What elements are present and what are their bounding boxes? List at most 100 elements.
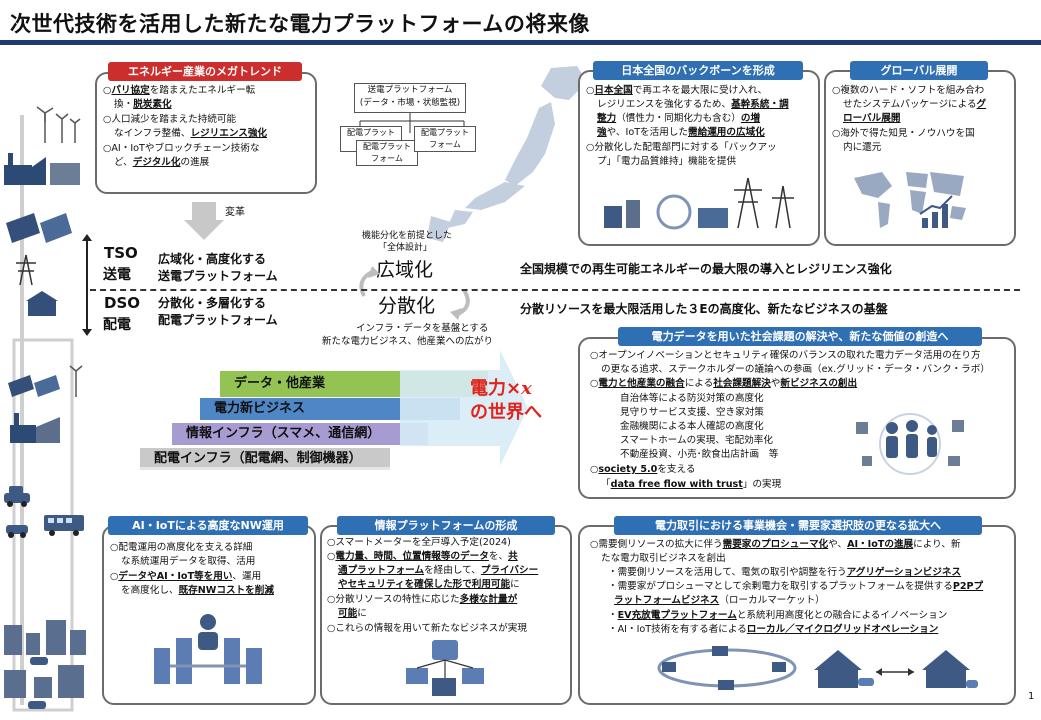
microgrid-icon xyxy=(657,646,797,690)
trade-text: により、新 xyxy=(913,539,961,550)
info-strong: 共 xyxy=(508,551,518,562)
megatrend-header: エネルギー産業のメガトレンド xyxy=(108,62,302,81)
design-note-1: 機能分化を前提とした xyxy=(362,231,453,241)
trade-text: ・AI・IoT技術を有する者による xyxy=(608,624,747,635)
megatrend-text: を踏まえたエネルギー転 xyxy=(149,85,256,96)
info-line-7: ○これらの情報を用いて新たなビジネスが実現 xyxy=(327,623,527,634)
backbone-line-2: レジリエンスを強化するため、基幹系統・調 xyxy=(597,98,789,112)
left-infrastructure-column xyxy=(0,105,95,715)
social-strong: 新ビジネスの創出 xyxy=(780,378,858,389)
global-line-1: ○複数のハード・ソフトを組み合わ xyxy=(832,85,985,96)
info-strong: プライバシー xyxy=(480,565,539,576)
nw-line-4: を高度化し、既存NWコストを削減 xyxy=(121,584,274,598)
bullet: ○ xyxy=(103,85,112,96)
pylon-icon xyxy=(16,254,36,286)
backbone-header: 日本全国のバックボーンを形成 xyxy=(593,61,803,80)
info-line-5: ○分散リソースの特性に応じた多様な計量が xyxy=(327,593,517,607)
trade-line-5: ラットフォームビジネス（ローカルマーケット） xyxy=(614,594,825,608)
backbone-line-1: ○日本全国で再エネを最大限に受け入れ、 xyxy=(586,84,767,98)
global-line-3: ローバル展開 xyxy=(843,112,900,126)
social-line-9: ○society 5.0を支える xyxy=(590,463,695,477)
tree-node-b-label2: フォーム xyxy=(371,154,403,163)
backbone-strong: 基幹系統・調 xyxy=(731,99,789,110)
paris-agreement: パリ協定 xyxy=(111,85,150,96)
bullet: ○ xyxy=(590,378,599,389)
backbone-line-4: 強や、IoTを活用した需給運用の広域化 xyxy=(597,126,765,140)
social-text: や xyxy=(770,378,781,389)
backbone-strong: 需給運用の広域化 xyxy=(688,127,765,138)
social-line-1: ○オープンイノベーションとセキュリティ確保のバランスの取れた電力データ活用の在り… xyxy=(590,350,981,361)
wide-area-label: 広域化 xyxy=(376,259,434,281)
social-line-7: スマートホームの実現、宅配効率化 xyxy=(620,435,773,446)
social-line-6: 金融機関による本人確認の高度化 xyxy=(620,421,764,432)
dso-label: DSO xyxy=(104,294,141,312)
info-text: を、 xyxy=(488,551,509,562)
trade-strong: AI・IoTの進展 xyxy=(847,539,914,550)
global-strong: ローバル展開 xyxy=(843,113,901,124)
social-header: 電力データを用いた社会課題の解決や、新たな価値の創造へ xyxy=(618,327,982,346)
info-header: 情報プラットフォームの形成 xyxy=(337,516,555,535)
base-note-2: 新たな電力ビジネス、他産業への広がり xyxy=(322,336,494,347)
bullet: ○ xyxy=(110,571,119,582)
solar-panel-icon xyxy=(8,375,60,397)
layer-dist-infra: 配電インフラ（配電網、制御機器） xyxy=(140,448,390,470)
backbone-text: （慣性力・同期化力も含む） xyxy=(616,113,741,124)
nw-strong: データやAI・IoT等を用い xyxy=(118,571,233,582)
cta-text: 電力× xyxy=(470,378,522,399)
social-text: 「 xyxy=(601,479,611,490)
info-line-3: 通プラットフォームを経由して、プライバシー xyxy=(338,564,538,578)
wind-turbine-icon xyxy=(69,365,83,397)
social-strong: 電力と他産業の融合 xyxy=(598,378,685,389)
social-line-4: 自治体等による防災対策の高度化 xyxy=(620,393,764,404)
social-line-2: の更なる追求、ステークホルダーの議論への参画（ex.グリッド・データ・バンク・ラ… xyxy=(601,364,990,375)
tso-right-text: 全国規模での再生可能エネルギーの最大限の導入とレジリエンス強化 xyxy=(520,262,892,276)
trade-strong: EV充放電プラットフォーム xyxy=(617,610,737,621)
trade-text: ○需要側リソースの拡大に伴う xyxy=(590,539,723,550)
megatrend-line-1: ○パリ協定を踏まえたエネルギー転 xyxy=(103,84,255,98)
info-line-1: ○スマートメーターを全戸導入予定(2024) xyxy=(327,537,511,548)
wind-turbine-icon xyxy=(36,106,81,143)
megatrend-text: なインフラ整備、 xyxy=(114,128,191,139)
backbone-strong: 強 xyxy=(597,127,607,138)
social-line-10: 「data free flow with trust」の実現 xyxy=(601,478,781,492)
decarbonization: 脱炭素化 xyxy=(133,99,172,110)
layer-new-business: 電力新ビジネス xyxy=(200,398,460,420)
tree-top-node: 送電プラットフォーム (データ・市場・状態監視) xyxy=(354,83,466,113)
building-icon xyxy=(4,620,86,698)
megatrend-line-2: 換・脱炭素化 xyxy=(114,98,172,112)
tree-node-c-label: 配電プラット xyxy=(421,128,469,137)
world-map-icon xyxy=(854,172,966,228)
tree-top-label: 送電プラットフォーム xyxy=(367,85,453,95)
trade-strong: アグリゲーションビジネス xyxy=(846,567,962,578)
info-strong: 多様な計量が xyxy=(459,594,518,605)
megatrend-line-3: ○人口減少を踏まえた持続可能 xyxy=(103,114,237,125)
trade-text: ・需要家がプロシューマとして余剰電力を取引するプラットフォームを提供する xyxy=(608,581,953,592)
social-text: による xyxy=(684,378,714,389)
tree-node-a-label: 配電プラット xyxy=(347,128,395,137)
trade-text: ・需要側リソースを活用して、電気の取引や調整を行う xyxy=(608,567,847,578)
data-platform-icon xyxy=(406,640,484,696)
society-5: society 5.0 xyxy=(598,464,658,475)
nw-text: 、運用 xyxy=(232,571,262,582)
grid-network-icon xyxy=(604,177,794,230)
dso-desc-1: 分散化・多層化する xyxy=(158,296,267,310)
bullet: ○ xyxy=(586,85,595,96)
people-icon xyxy=(856,413,964,475)
global-text: せたシステムパッケージによる xyxy=(843,99,977,110)
nw-strong: 既存NWコストを削減 xyxy=(178,585,274,596)
backbone-text: レジリエンスを強化するため、 xyxy=(597,99,732,110)
japan-map-icon xyxy=(427,66,587,242)
global-line-2: せたシステムパッケージによるグ xyxy=(843,98,986,112)
page-title: 次世代技術を活用した新たな電力プラットフォームの将来像 xyxy=(10,12,590,36)
megatrend-line-4: なインフラ整備、レジリエンス強化 xyxy=(114,127,267,141)
dso-desc-2: 配電プラットフォーム xyxy=(158,313,278,327)
tso-jp-label: 送電 xyxy=(103,267,131,283)
trade-strong: ローカル／マイクログリッドオペレーション xyxy=(746,624,939,635)
change-label: 変革 xyxy=(225,207,245,218)
info-line-4: やセキュリティを確保した形で利用可能に xyxy=(338,578,520,592)
global-strong: グ xyxy=(976,99,987,110)
house-icon xyxy=(814,650,978,688)
info-panel xyxy=(320,525,572,705)
trade-strong: 需要家のプロシューマ化 xyxy=(722,539,829,550)
global-line-4: ○海外で得た知見・ノウハウを国 xyxy=(832,128,975,139)
